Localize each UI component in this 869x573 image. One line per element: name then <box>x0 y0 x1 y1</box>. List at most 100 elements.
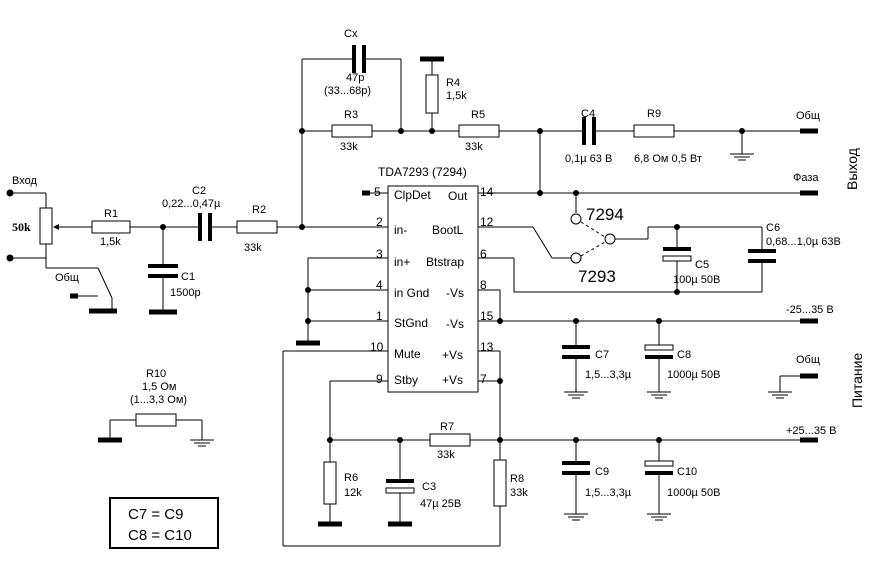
r8-value: 33k <box>510 487 528 499</box>
r5-value: 33k <box>465 141 483 153</box>
pin-label-2: in- <box>394 223 407 237</box>
c3-name: C3 <box>422 481 436 493</box>
c6-name: C6 <box>766 222 780 234</box>
r9-name: R9 <box>647 108 661 120</box>
pin-label-6: Btstrap <box>426 255 464 269</box>
label-phase: Фаза <box>793 172 819 184</box>
r2-value: 33k <box>244 242 262 254</box>
pot-wiper-arrow <box>53 224 59 230</box>
r2-name: R2 <box>252 204 266 216</box>
label-input: Вход <box>12 175 37 187</box>
notes-box <box>109 497 219 549</box>
pin-num-7: 7 <box>480 372 487 386</box>
pot-value: 50k <box>12 220 31 234</box>
c2-name: C2 <box>192 185 206 197</box>
c8-value: 1000µ 50В <box>667 369 720 381</box>
pin-label-9: Stby <box>394 373 418 387</box>
label-neg-supply: -25...35 В <box>786 304 834 316</box>
cx-value-range: (33...68p) <box>324 85 371 97</box>
resistor-r7 <box>429 433 471 447</box>
r10-value: 1,5 Ом <box>142 381 176 393</box>
c2-value: 0,22...0,47µ <box>162 198 221 210</box>
r6-name: R6 <box>344 472 358 484</box>
pin-num-8: 8 <box>480 278 487 292</box>
cx-name: Cx <box>344 28 358 40</box>
pin-label-15: -Vs <box>446 317 464 331</box>
r7-value: 33k <box>437 449 455 461</box>
label-out-common: Общ <box>796 110 820 122</box>
pin-num-14: 14 <box>480 185 494 199</box>
capacitor-c8 <box>644 344 674 351</box>
resistor-r9 <box>633 124 675 138</box>
jumper-terminal-7293[interactable] <box>570 252 582 264</box>
c5-value: 100µ 50В <box>673 274 720 286</box>
label-supply-side: Питание <box>849 353 865 408</box>
potentiometer <box>39 207 53 245</box>
pin-label-5: ClpDet <box>394 188 431 202</box>
resistor-r2 <box>236 220 278 234</box>
pin-num-1: 1 <box>376 309 383 323</box>
pin-label-13: +Vs <box>442 348 463 362</box>
cx-value: 47p <box>346 72 364 84</box>
ic-body <box>387 185 479 393</box>
pin-num-5: 5 <box>374 185 381 199</box>
jumper-terminal-7294[interactable] <box>570 213 582 225</box>
c6-value: 0,68...1,0µ 63В <box>766 236 841 248</box>
resistor-r1 <box>91 220 131 234</box>
label-jumper-7293: 7293 <box>578 267 616 286</box>
jumper-common-terminal[interactable] <box>604 233 616 245</box>
pin-num-3: 3 <box>376 247 383 261</box>
label-pos-supply: +25...35 В <box>786 425 836 437</box>
r7-name: R7 <box>440 421 454 433</box>
r10-name: R10 <box>146 368 166 380</box>
pin-label-14: Out <box>448 189 468 203</box>
pin-num-9: 9 <box>376 372 383 386</box>
r3-name: R3 <box>344 109 358 121</box>
pin-label-1: StGnd <box>394 316 428 330</box>
c4-value: 0,1µ 63 В <box>565 153 612 165</box>
c1-name: C1 <box>181 271 195 283</box>
pin-num-12: 12 <box>480 215 494 229</box>
r9-value: 6,8 Ом 0,5 Вт <box>634 153 702 165</box>
pin-num-15: 15 <box>480 309 494 323</box>
label-common-in: Общ <box>55 272 79 284</box>
c10-value: 1000µ 50В <box>667 487 720 499</box>
r4-value: 1,5k <box>446 90 467 102</box>
c5-name: C5 <box>695 259 709 271</box>
pin-num-13: 13 <box>480 340 494 354</box>
r1-name: R1 <box>104 208 118 220</box>
pin-num-4: 4 <box>376 278 383 292</box>
resistor-r6 <box>323 461 337 505</box>
c10-name: C10 <box>677 466 697 478</box>
c9-name: C9 <box>595 466 609 478</box>
note-line-1: C7 = C9 <box>128 506 183 523</box>
label-output-side: Выход <box>844 148 860 190</box>
resistor-r4 <box>425 74 439 114</box>
pin-label-12: BootL <box>432 223 464 237</box>
c4-name: C4 <box>581 108 595 120</box>
pin-label-10: Mute <box>394 347 421 361</box>
r1-value: 1,5k <box>100 236 121 248</box>
r6-value: 12k <box>344 487 362 499</box>
c8-name: C8 <box>677 349 691 361</box>
r3-value: 33k <box>340 141 358 153</box>
c9-value: 1,5...3,3µ <box>585 487 632 499</box>
r10-value-range: (1...3,3 Ом) <box>130 394 187 406</box>
resistor-r10 <box>135 413 177 427</box>
label-jumper-7294: 7294 <box>586 205 624 224</box>
c7-value: 1,5...3,3µ <box>585 369 632 381</box>
r5-name: R5 <box>471 109 485 121</box>
r8-name: R8 <box>510 473 524 485</box>
r4-name: R4 <box>446 77 460 89</box>
ic-name: TDA7293 (7294) <box>378 165 467 179</box>
c3-value: 47µ 25В <box>420 498 461 510</box>
note-line-2: C8 = C10 <box>128 527 192 544</box>
resistor-r3 <box>331 124 373 138</box>
pin-num-2: 2 <box>376 215 383 229</box>
pin-num-6: 6 <box>480 247 487 261</box>
pin-label-3: in+ <box>394 255 410 269</box>
c1-value: 1500p <box>170 287 201 299</box>
pin-label-7: +Vs <box>442 373 463 387</box>
pin-label-4: in Gnd <box>394 286 429 300</box>
